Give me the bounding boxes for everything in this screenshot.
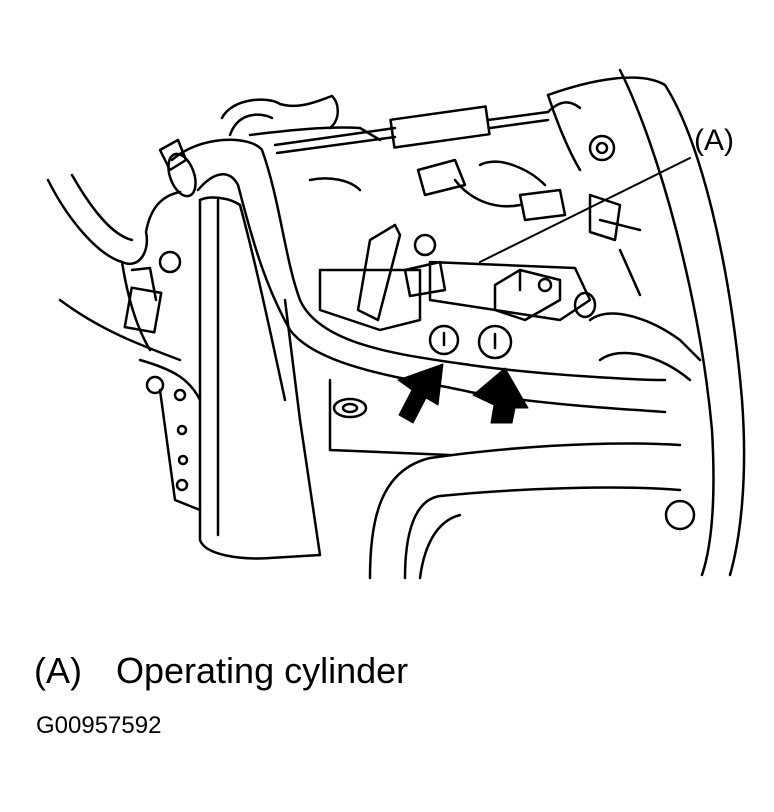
left-hose: [48, 175, 180, 360]
legend-key: (A): [34, 650, 82, 691]
figure-id: G00957592: [36, 712, 162, 739]
mounting-bracket: [140, 360, 200, 510]
fender-wall: [548, 70, 744, 575]
radiator-hose: [160, 140, 665, 412]
battery-box: [200, 198, 320, 559]
right-pipe: [590, 314, 700, 380]
legend-row: (A) Operating cylinder: [34, 650, 408, 692]
callout-leader-line: [480, 158, 690, 262]
upper-hose-loop: [222, 96, 380, 140]
arrow-left: [398, 364, 443, 423]
lower-hose: [370, 443, 694, 578]
connector-block: [320, 225, 445, 330]
engine-bay-line-drawing: [0, 0, 774, 620]
callout-label-a: (A): [694, 124, 734, 157]
arrow-markers: [398, 364, 528, 423]
top-cable: [275, 102, 580, 153]
left-clip: [125, 252, 180, 332]
operating-cylinder: [430, 262, 595, 320]
upper-connectors: [310, 160, 640, 295]
arrow-right: [473, 368, 528, 423]
lower-grommet: [330, 380, 450, 455]
fender-grommet: [590, 136, 614, 160]
bolt-pair: [430, 326, 511, 358]
legend-text: Operating cylinder: [116, 650, 409, 691]
